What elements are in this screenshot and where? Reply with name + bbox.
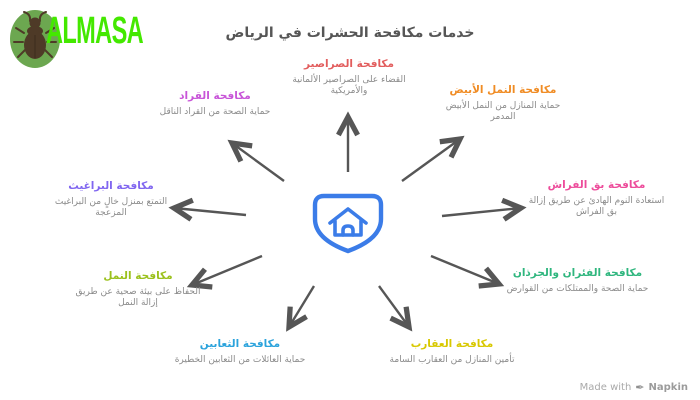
pen-nib-icon: ✒ xyxy=(635,381,645,394)
service-node-cockroaches: مكافحة الصراصير القضاء على الصراصير الأل… xyxy=(289,58,409,98)
service-node-snakes: مكافحة الثعابين حماية العائلات من الثعاب… xyxy=(174,338,306,366)
service-desc: القضاء على الصراصير الألمانية والأمريكية xyxy=(292,74,406,97)
service-desc: حماية الصحة والممتلكات من القوارض xyxy=(506,283,649,294)
arrow-right xyxy=(441,197,527,222)
service-node-ticks: مكافحة القراد حماية الصحة من القراد النا… xyxy=(157,90,273,118)
service-node-scorpions: مكافحة العقارب تأمين المنازل من العقارب … xyxy=(388,338,516,366)
beetle-icon xyxy=(10,10,60,68)
service-label: مكافحة الفئران والجرذان xyxy=(512,267,643,279)
service-desc: حماية الصحة من القراد الناقل xyxy=(159,106,271,117)
service-label: مكافحة بق الفراش xyxy=(547,179,646,191)
service-node-fleas: مكافحة البراغيث التمتع بمنزل خالٍ من الب… xyxy=(49,180,173,220)
arrow-up-right xyxy=(401,135,465,182)
service-desc: حماية المنازل من النمل الأبيض المدمر xyxy=(445,100,561,123)
brand-name: ALMASA xyxy=(46,10,144,52)
napkin-watermark[interactable]: Made with ✒ Napkin xyxy=(580,381,688,394)
service-label: مكافحة العقارب xyxy=(410,338,494,350)
service-label: مكافحة النمل الأبيض xyxy=(449,84,557,96)
arrow-up-left xyxy=(227,139,285,182)
service-label: مكافحة القراد xyxy=(179,90,251,102)
logo xyxy=(8,5,64,69)
service-desc: تأمين المنازل من العقارب السامة xyxy=(389,354,515,365)
service-label: مكافحة النمل xyxy=(103,270,173,282)
home-shield-icon xyxy=(312,193,384,254)
service-label: مكافحة الثعابين xyxy=(199,338,281,350)
service-node-ants: مكافحة النمل الحفاظ على بيئة صحية عن طري… xyxy=(75,270,201,310)
service-desc: استعادة النوم الهادئ عن طريق إزالة بق ال… xyxy=(528,195,665,218)
arrow-down-left xyxy=(286,285,316,332)
arrow-down-right xyxy=(430,254,505,289)
arrow-left xyxy=(168,197,247,222)
made-with-label: Made with xyxy=(579,382,632,393)
service-desc: التمتع بمنزل خالٍ من البراغيث المزعجة xyxy=(54,196,168,219)
service-desc: حماية العائلات من الثعابين الخطيرة xyxy=(174,354,306,365)
service-label: مكافحة الصراصير xyxy=(304,58,394,70)
service-node-termites: مكافحة النمل الأبيض حماية المنازل من الن… xyxy=(441,84,565,124)
service-label: مكافحة البراغيث xyxy=(68,180,154,192)
service-node-rodents: مكافحة الفئران والجرذان حماية الصحة والم… xyxy=(505,267,650,295)
arrow-down xyxy=(378,285,413,332)
service-node-bedbugs: مكافحة بق الفراش استعادة النوم الهادئ عن… xyxy=(524,179,669,219)
napkin-brand: Napkin xyxy=(648,382,688,393)
service-desc: الحفاظ على بيئة صحية عن طريق إزالة النمل xyxy=(75,286,201,309)
arrow-left-down xyxy=(186,254,263,290)
page-title: خدمات مكافحة الحشرات في الرياض xyxy=(225,25,475,41)
